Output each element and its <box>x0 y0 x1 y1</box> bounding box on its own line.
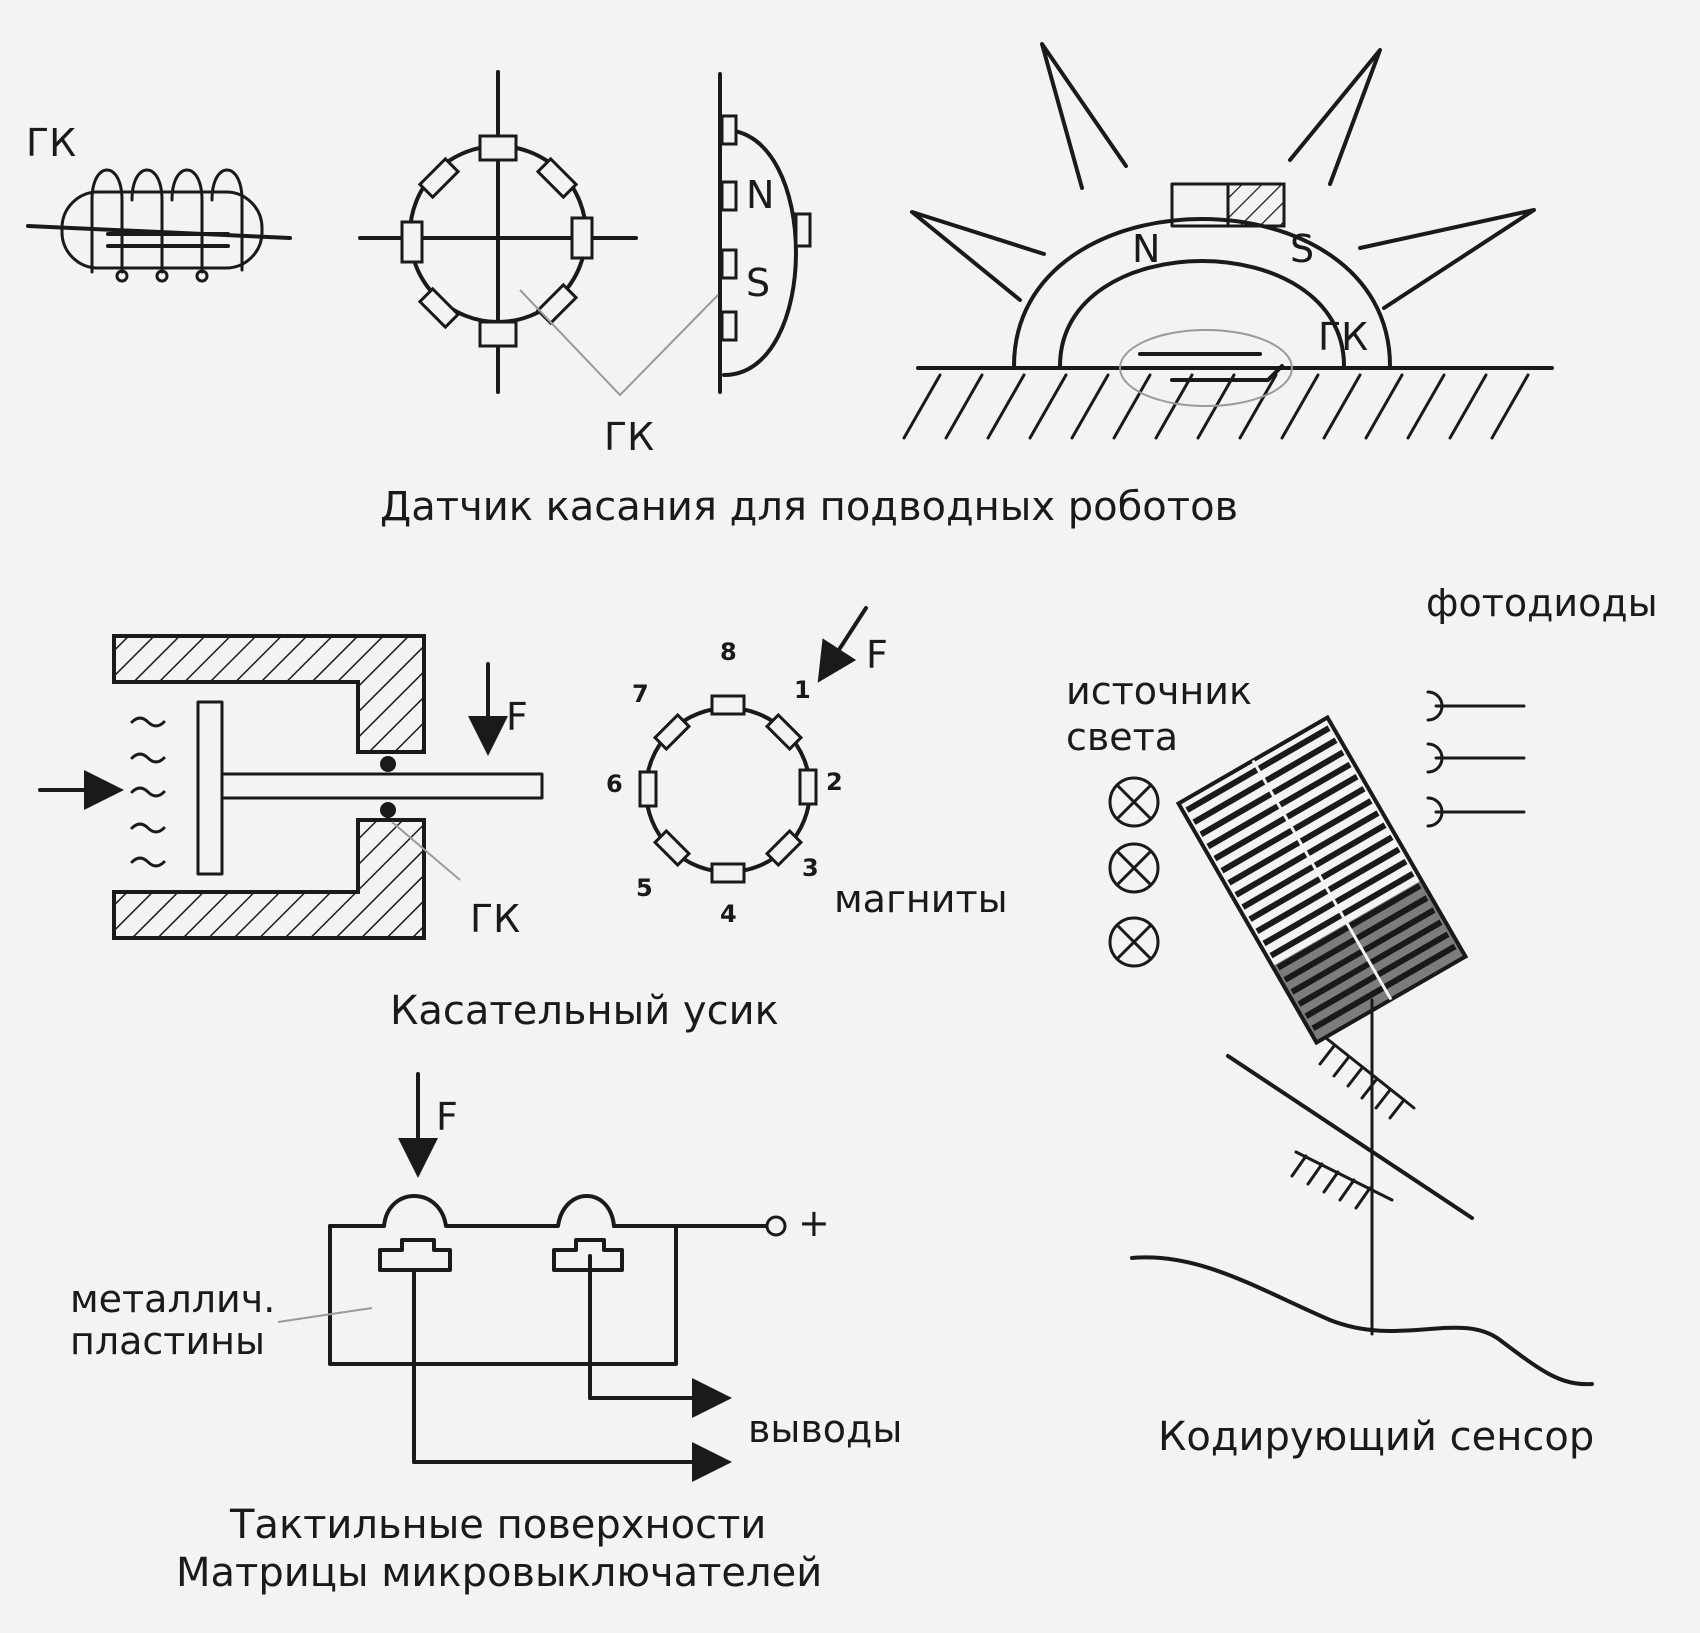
gk-label-ring: ГК <box>604 415 654 459</box>
metal-plates-label-line2: пластины <box>70 1319 265 1363</box>
ring-number-2: 2 <box>826 768 843 796</box>
numbered-magnet-ring <box>638 606 868 884</box>
metal-plates-label-line1: металлич. <box>70 1277 275 1321</box>
magnet-ring-figure <box>358 70 638 394</box>
caption-tactile-surfaces: Тактильные поверхности <box>229 1502 766 1548</box>
magnets-label: магниты <box>834 877 1008 921</box>
photodiodes <box>1426 690 1526 828</box>
ring-number-7: 7 <box>632 680 649 708</box>
ring-number-5: 5 <box>636 874 653 902</box>
half-ring-figure <box>519 72 812 397</box>
light-source-lamps <box>1108 776 1160 968</box>
ring-force-label: F <box>866 633 888 677</box>
pole-s-label: S <box>746 261 770 305</box>
photodiodes-label: фотодиоды <box>1426 581 1658 625</box>
gk-label-dome: ГК <box>1318 315 1368 359</box>
plus-terminal-label: + <box>798 1201 830 1245</box>
outputs-label: выводы <box>748 1407 902 1451</box>
reed-coil-figure <box>26 168 292 283</box>
whisker-gk-label: ГК <box>470 897 520 941</box>
spiked-dome-figure <box>902 42 1554 440</box>
ring-number-4: 4 <box>720 900 737 928</box>
whisker-force-label: F <box>506 695 528 739</box>
ring-number-6: 6 <box>606 770 623 798</box>
caption-tactile-whisker: Касательный усик <box>390 988 779 1034</box>
pole-n-label: N <box>746 173 774 217</box>
dome-pole-n-label: N <box>1132 227 1160 271</box>
ring-number-1: 1 <box>794 676 811 704</box>
light-source-label-line1: источник <box>1066 669 1252 713</box>
coding-sensor-figure <box>1108 690 1594 1387</box>
ring-number-3: 3 <box>802 854 819 882</box>
ring-number-8: 8 <box>720 638 737 666</box>
dome-pole-s-label: S <box>1290 227 1314 271</box>
tactile-switch-figure <box>277 1072 787 1482</box>
caption-underwater-touch-sensor: Датчик касания для подводных роботов <box>380 484 1238 530</box>
caption-coding-sensor: Кодирующий сенсор <box>1158 1414 1594 1460</box>
gk-label-coil: ГК <box>26 121 76 165</box>
tactile-force-label: F <box>436 1095 458 1139</box>
light-source-label-line2: света <box>1066 715 1178 759</box>
whisker-figure <box>38 634 544 940</box>
code-disc <box>1175 714 1469 1046</box>
caption-microswitch-matrices: Матрицы микровыключателей <box>176 1550 822 1596</box>
